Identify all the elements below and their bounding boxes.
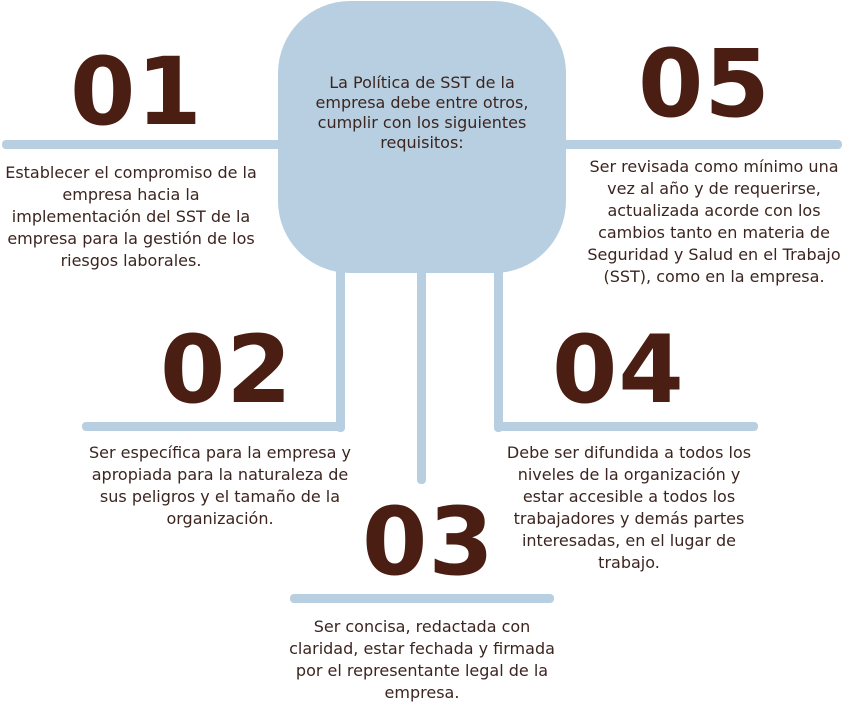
connector-stem-04 xyxy=(494,262,503,432)
connector-line-05 xyxy=(562,140,842,149)
connector-line-04 xyxy=(494,422,758,431)
connector-line-03 xyxy=(290,594,554,603)
step-number-02: 02 xyxy=(160,316,293,425)
step-number-01: 01 xyxy=(70,38,203,147)
step-text-04: Debe ser difundida a todos los niveles d… xyxy=(506,443,752,572)
step-text-02: Ser específica para la empresa y apropia… xyxy=(89,443,351,528)
step-text-05: Ser revisada como mínimo una vez al año … xyxy=(587,157,841,286)
step-text-03: Ser concisa, redactada con claridad, est… xyxy=(289,617,555,702)
connector-line-02 xyxy=(82,422,345,431)
step-text-01: Establecer el compromiso de la empresa h… xyxy=(5,163,257,270)
center-box: La Política de SST de la empresa debe en… xyxy=(278,1,566,273)
center-text: La Política de SST de la empresa debe en… xyxy=(315,73,529,152)
step-number-04: 04 xyxy=(552,316,685,425)
connector-stem-03 xyxy=(417,262,426,484)
connector-line-01 xyxy=(2,140,282,149)
step-number-05: 05 xyxy=(638,30,771,139)
connector-stem-02 xyxy=(336,262,345,432)
step-number-03: 03 xyxy=(362,488,495,597)
